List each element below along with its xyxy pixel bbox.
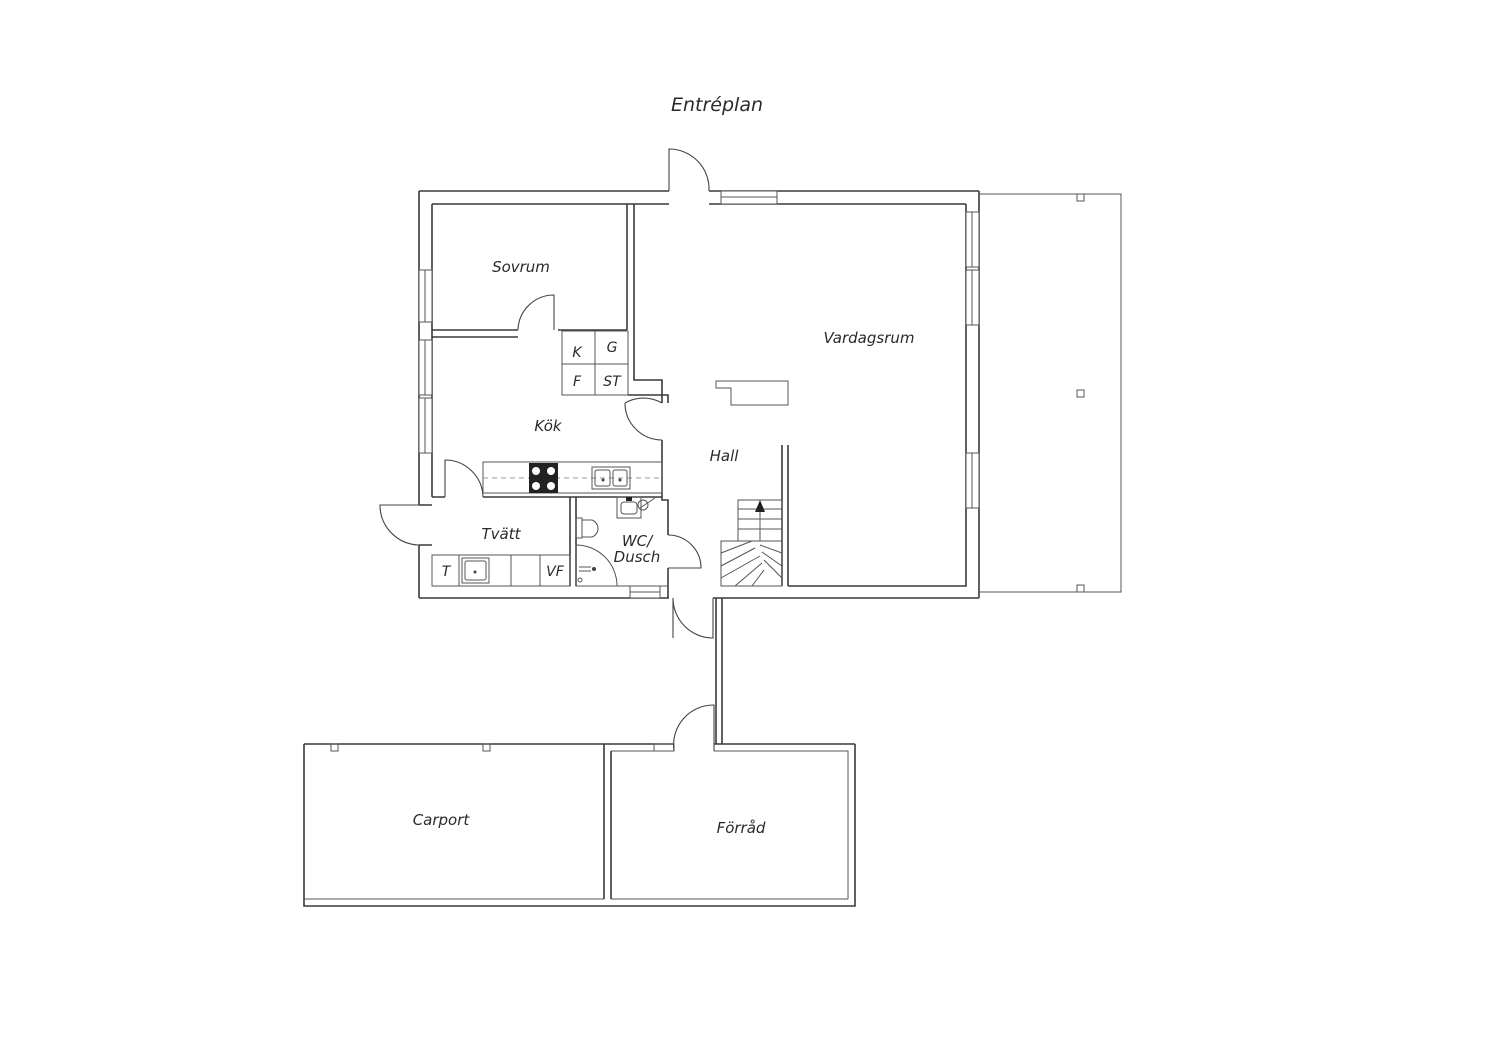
doors [379,148,714,639]
interior-walls [419,204,789,598]
laundry-fixtures [431,554,571,587]
room-label-tvatt: Tvätt [482,525,522,543]
room-label-carport: Carport [413,811,471,829]
fixture-label-g: G [607,340,618,356]
kitchen-counter [482,461,663,494]
kitchen-sink-icon [591,466,631,490]
laundry-sink-icon [461,557,490,584]
terrace [979,193,1122,593]
room-label-wc: WC/ [622,532,654,550]
room-label-sovrum: Sovrum [492,258,550,276]
fixture-label-f: F [573,374,582,390]
room-label-vardagsrum: Vardagsrum [824,329,915,347]
fixture-label-t: T [442,564,452,580]
room-label-dusch: Dusch [614,548,661,566]
windows [418,190,980,599]
outbuilding [303,704,856,907]
room-label-hall: Hall [710,447,740,465]
staircase [720,499,783,587]
stair-arrow-icon [755,500,765,512]
fixture-label-vf: VF [546,564,565,580]
bathroom-fixtures [575,496,656,587]
room-label-kok: Kök [534,417,562,435]
fixture-label-st: ST [603,374,622,390]
room-label-forrad: Förråd [717,819,766,837]
fixture-label-k: K [572,345,583,361]
plan-title: Entréplan [671,94,763,116]
walkway [715,598,723,744]
